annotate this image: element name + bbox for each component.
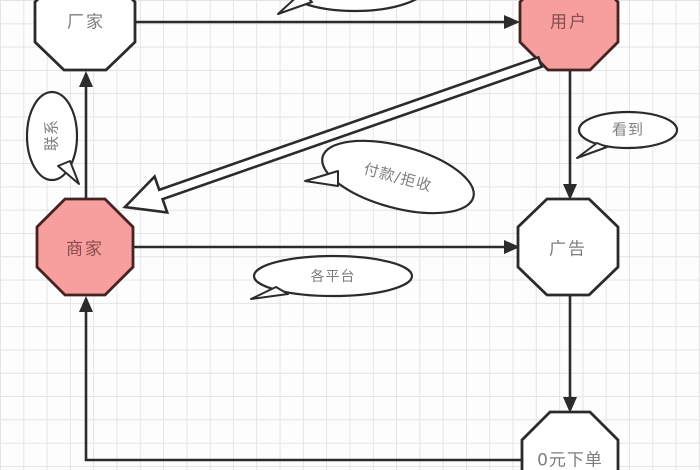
edge-manufacturer-to-user — [135, 15, 520, 29]
arrowhead-right — [504, 15, 520, 29]
bubble-platforms — [250, 254, 414, 300]
bubble-contact — [25, 90, 80, 185]
arrowhead-up — [79, 296, 93, 312]
node-merchant-label: 商家 — [66, 239, 104, 260]
bubble-see — [576, 110, 679, 159]
arrowhead-up — [79, 71, 93, 87]
hollow-arrow-user-to-merchant — [122, 55, 544, 214]
edge-user-to-ad — [563, 70, 577, 200]
bubble-tail — [57, 160, 80, 185]
arrowhead-down — [563, 397, 577, 413]
bubble-tail — [576, 142, 608, 159]
node-ad-label: 广告 — [549, 239, 587, 260]
edge-merchant-to-ad — [133, 240, 520, 254]
edge-zero-order-to-merchant — [79, 296, 522, 462]
bubble-contact-label: 联系 — [42, 118, 61, 152]
arrowhead-down — [563, 184, 577, 200]
edge-ad-to-zero-order — [563, 295, 577, 413]
bubble-platforms-label: 各平台 — [310, 269, 356, 285]
node-merchant-shape — [35, 197, 135, 297]
edge-merchant-to-manufacturer — [79, 71, 93, 199]
node-manufacturer-shape — [33, 0, 137, 72]
node-manufacturer-label: 厂家 — [67, 12, 105, 33]
node-zero-order-label: 0元下单 — [537, 450, 603, 470]
bubble-tail — [304, 170, 339, 187]
node-ad-shape — [516, 197, 620, 297]
node-zero-order-shape — [520, 410, 620, 470]
bubble-tail — [277, 0, 313, 15]
bubble-top-partial — [277, 0, 418, 15]
bubble-pay-or-reject — [304, 139, 475, 215]
node-user-shape — [518, 0, 620, 72]
bubble-see-label: 看到 — [611, 120, 645, 139]
bubble-tail — [250, 286, 289, 300]
arrowhead-right — [504, 240, 520, 254]
node-user-label: 用户 — [550, 12, 588, 33]
